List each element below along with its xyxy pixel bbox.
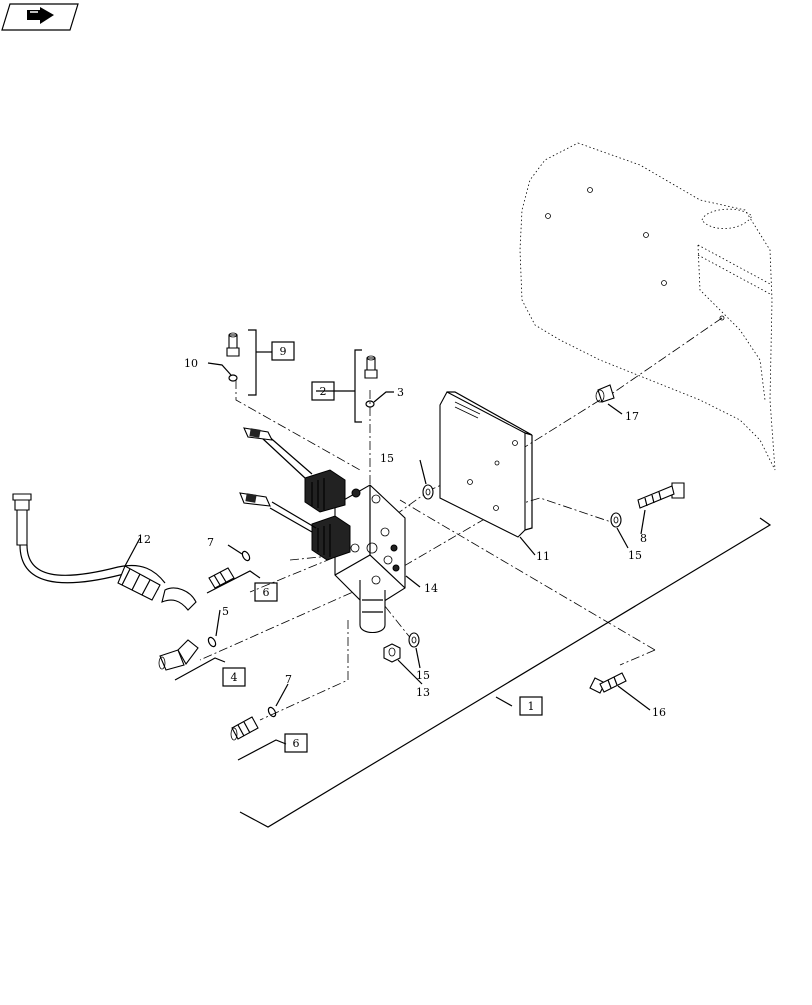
fitting-9	[226, 332, 240, 382]
callout-15-upper: 15	[380, 452, 394, 465]
washer-15-upper	[422, 484, 434, 500]
bolt-16	[589, 672, 627, 694]
callout-label-9: 9	[280, 345, 287, 358]
callout-4: 4	[222, 667, 246, 687]
callout-label-4: 4	[231, 671, 238, 684]
callout-6-upper: 6	[254, 582, 278, 602]
valve-block	[334, 484, 406, 634]
mounting-plate	[439, 391, 533, 538]
callout-3: 3	[397, 386, 404, 399]
callout-10: 10	[184, 357, 198, 370]
callout-15-right: 15	[628, 549, 642, 562]
callout-15-lower: 15	[416, 669, 430, 682]
callout-label-6b: 6	[293, 737, 300, 750]
bolt-8	[637, 482, 685, 509]
callout-17: 17	[625, 410, 639, 423]
callout-9: 9	[271, 341, 295, 361]
nut-13	[383, 643, 401, 663]
hose-12	[12, 493, 197, 611]
spacer-17	[595, 384, 615, 403]
callout-label-2: 2	[320, 385, 327, 398]
callout-16: 16	[652, 706, 666, 719]
callout-label-6a: 6	[263, 586, 270, 599]
callout-11: 11	[536, 550, 550, 563]
washer-15-lower	[408, 632, 420, 648]
callout-2: 2	[311, 381, 335, 401]
washer-15-right	[610, 512, 622, 528]
assembly-bracket	[239, 517, 772, 828]
callout-7-lower: 7	[285, 673, 292, 686]
callout-14: 14	[424, 582, 438, 595]
fitting-6-lower	[230, 706, 277, 741]
solenoid-coils	[239, 427, 351, 561]
callout-1: 1	[519, 696, 543, 716]
callout-12: 12	[137, 533, 151, 546]
fitting-6-upper	[208, 550, 251, 589]
callout-13: 13	[416, 686, 430, 699]
elbow-fitting-4	[158, 636, 217, 671]
fitting-2	[364, 355, 378, 408]
callout-7-upper: 7	[207, 536, 214, 549]
callout-8: 8	[640, 532, 647, 545]
arrow-nav-icon[interactable]	[1, 3, 79, 31]
callout-5: 5	[222, 605, 229, 618]
machine-frame	[519, 142, 776, 471]
callout-6-lower: 6	[284, 733, 308, 753]
leader-lines	[124, 329, 651, 761]
callout-label-1: 1	[528, 700, 535, 713]
